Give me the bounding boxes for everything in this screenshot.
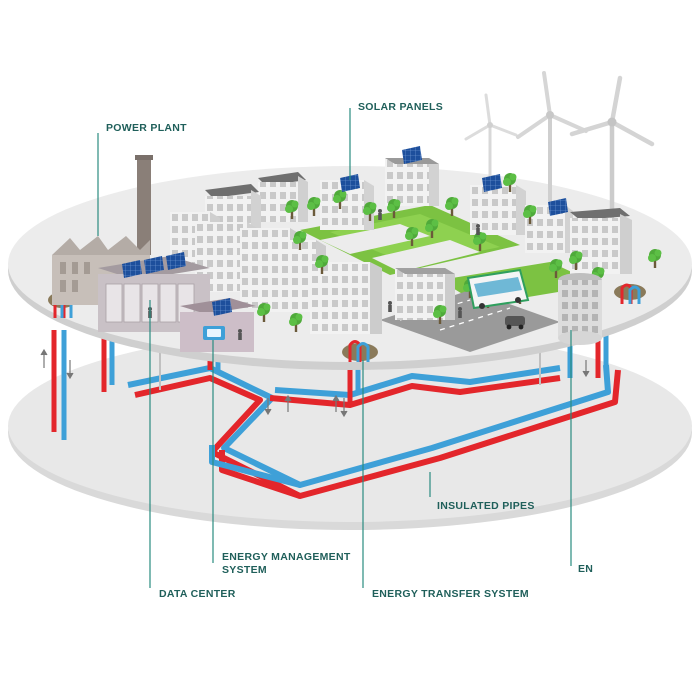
- wind-turbine-icon: [464, 71, 655, 220]
- label-energy-management-line2: SYSTEM: [222, 564, 267, 576]
- flow-arrow-icon: [40, 348, 590, 418]
- leader-lines: [97, 108, 572, 588]
- solar-panel-icon: [122, 146, 568, 316]
- bus-icon: [466, 268, 530, 310]
- label-energy-management-system: ENERGY MANAGEMENT SYSTEM: [222, 551, 351, 577]
- label-data-center: DATA CENTER: [159, 588, 236, 600]
- label-solar-panels: SOLAR PANELS: [358, 101, 444, 113]
- label-power-plant: POWER PLANT: [106, 122, 187, 134]
- label-cut-off: EN: [578, 563, 594, 575]
- round-tower: [558, 273, 602, 345]
- car-icon: [505, 316, 525, 330]
- residential-buildings: [170, 158, 632, 334]
- label-energy-transfer-system: ENERGY TRANSFER SYSTEM: [372, 588, 529, 600]
- label-insulated-pipes: INSULATED PIPES: [437, 500, 535, 512]
- label-energy-management-line1: ENERGY MANAGEMENT: [222, 551, 351, 563]
